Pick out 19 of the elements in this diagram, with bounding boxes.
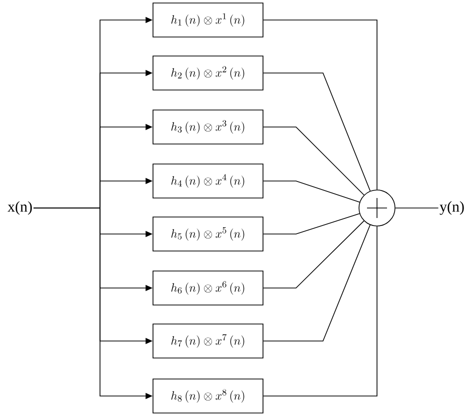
signal-label: y(n): [440, 201, 464, 215]
filter-box: $h_{1}\left(n\right)\otimes x^{1}\left(n\right)$: [152, 2, 264, 38]
connector: [263, 72, 371, 192]
connector: [263, 226, 378, 396]
filter-box: $h_{3}\left(n\right)\otimes x^{3}\left(n\right)$: [152, 110, 264, 144]
filter-box: $h_{7}\left(n\right)\otimes x^{7}\left(n\right)$: [152, 324, 264, 358]
filter-box: $h_{8}\left(n\right)\otimes x^{8}\left(n\right)$: [152, 378, 264, 414]
filter-box: $h_{2}\left(n\right)\otimes x^{2}\left(n\right)$: [152, 56, 264, 90]
filter-box: $h_{4}\left(n\right)\otimes x^{4}\left(n\right)$: [152, 164, 264, 198]
connector: [263, 20, 378, 190]
connector: [263, 180, 360, 203]
connector: [263, 224, 370, 342]
connector: [263, 213, 360, 234]
connector: [263, 220, 364, 288]
signal-label: x(n): [8, 201, 32, 215]
filter-box: $h_{5}\left(n\right)\otimes x^{5}\left(n\right)$: [152, 216, 264, 252]
filter-box: $h_{6}\left(n\right)\otimes x^{6}\left(n\right)$: [152, 270, 264, 306]
summing-junction: [358, 190, 396, 226]
connector: [263, 126, 364, 196]
